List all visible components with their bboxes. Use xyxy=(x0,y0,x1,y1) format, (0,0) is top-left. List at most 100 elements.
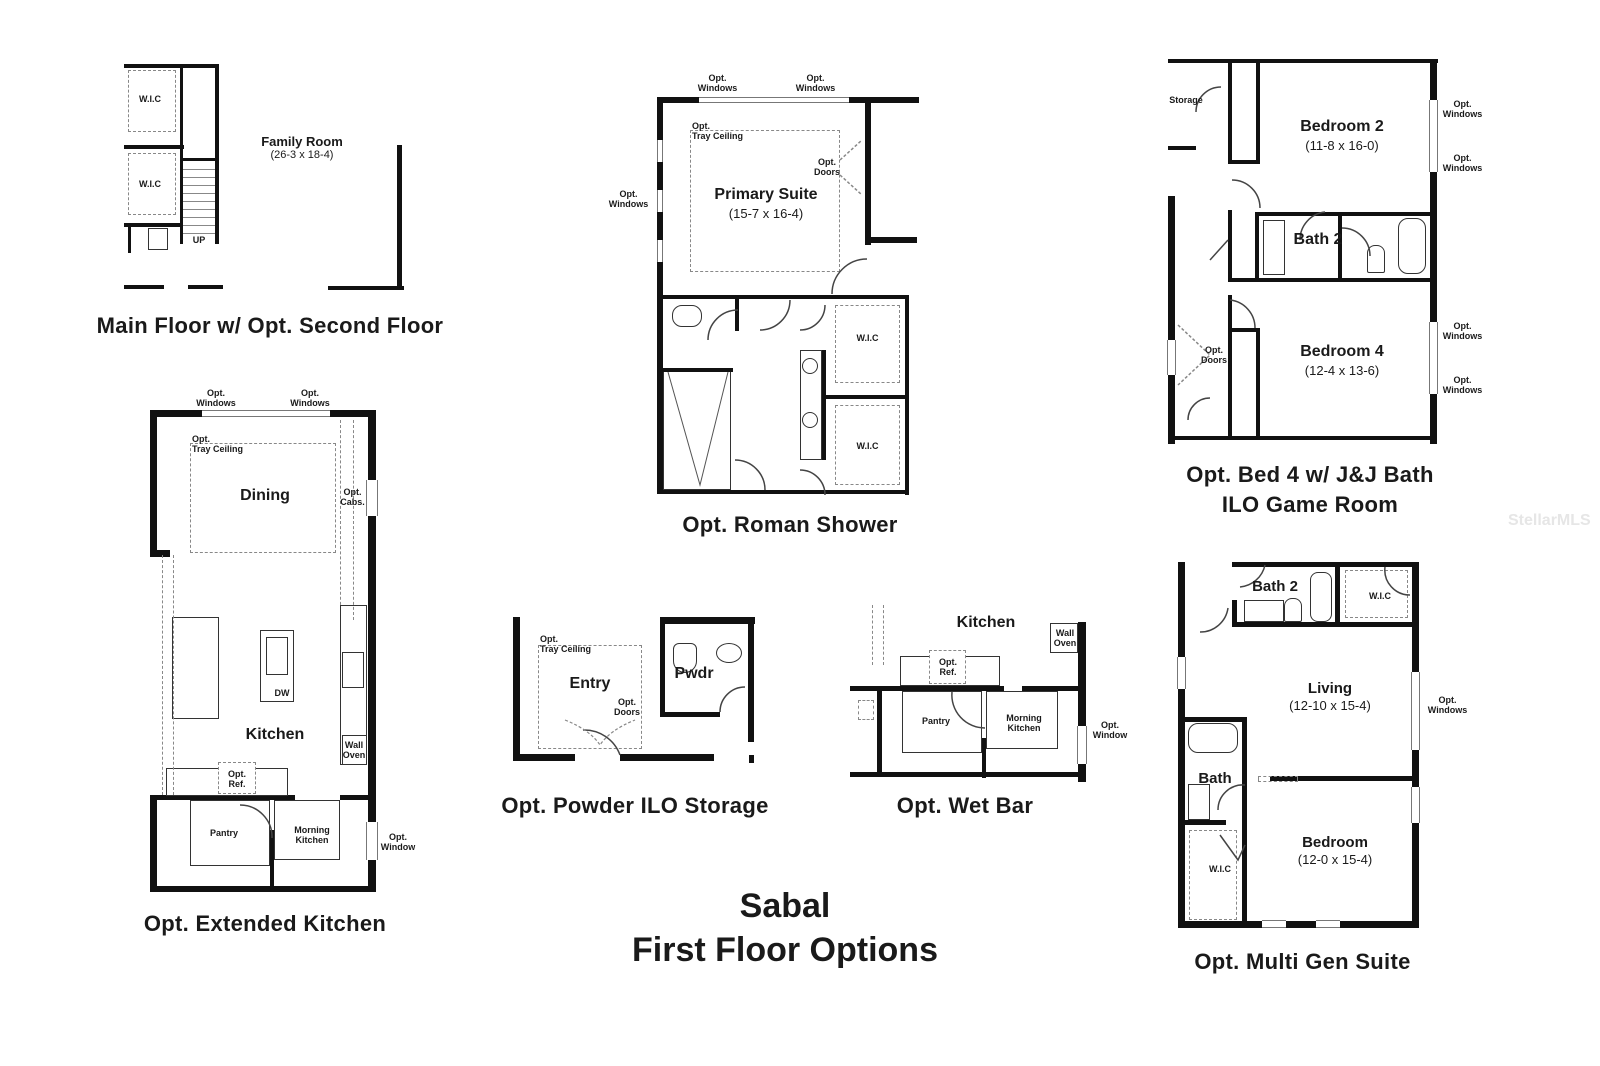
wall xyxy=(620,754,714,761)
family-room-label: Family Room xyxy=(261,134,343,149)
closet-shelf xyxy=(128,70,176,132)
wall xyxy=(340,795,370,800)
wall-oven-label: Wall Oven xyxy=(342,740,366,760)
wall xyxy=(1168,59,1438,63)
opt-windows-note: Opt. Windows xyxy=(1442,153,1483,173)
sink-icon xyxy=(802,358,818,374)
wall xyxy=(657,97,699,103)
wall xyxy=(150,795,295,800)
toilet-icon xyxy=(672,305,702,327)
wall xyxy=(1232,562,1418,567)
wall xyxy=(1228,210,1232,282)
caption-roman-shower: Opt. Roman Shower xyxy=(682,512,898,537)
bedroom-4-label: Bedroom 4 xyxy=(1300,343,1384,360)
opt-windows-note: Opt. Windows xyxy=(196,388,236,408)
window xyxy=(366,822,378,860)
opt-windows-note: Opt. Windows xyxy=(1442,99,1483,119)
caption-extended-kitchen: Opt. Extended Kitchen xyxy=(143,911,387,936)
bathtub xyxy=(1188,723,1238,753)
wall xyxy=(735,299,739,331)
wall-oven xyxy=(1050,623,1078,653)
wall-oven xyxy=(342,735,367,765)
wall xyxy=(513,617,520,761)
wic-label: W.I.C xyxy=(856,441,879,451)
opt-doors-note: Opt. Doors xyxy=(1200,345,1227,365)
dining-label: Dining xyxy=(240,487,290,504)
bedroom-label: Bedroom xyxy=(1302,834,1368,851)
wall xyxy=(749,755,754,763)
tray-ceiling-outline xyxy=(690,130,840,272)
wall xyxy=(124,145,184,149)
window xyxy=(657,190,663,212)
wall xyxy=(657,97,663,494)
morning-kitchen-label: Morning Kitchen xyxy=(1006,713,1042,733)
wall xyxy=(865,237,917,243)
cooktop xyxy=(342,652,364,688)
bathtub xyxy=(1310,572,1332,622)
opt-window-note: Opt. Window xyxy=(1092,720,1128,740)
living-label: Living xyxy=(1307,680,1353,697)
wall xyxy=(328,286,404,290)
sink-island xyxy=(260,630,294,702)
wall-oven-label: Wall Oven xyxy=(1053,628,1077,648)
caption-multi-gen: Opt. Multi Gen Suite xyxy=(1194,949,1411,974)
window xyxy=(202,410,330,417)
caption-powder: Opt. Powder ILO Storage xyxy=(501,793,769,818)
opt-doors-note: Opt. Doors xyxy=(613,697,640,717)
opt-tray-ceiling-note: Opt. Tray Ceiling xyxy=(540,634,592,654)
kitchen-label: Kitchen xyxy=(956,614,1016,631)
opening xyxy=(1004,686,1022,691)
opt-ref-outline xyxy=(929,650,966,684)
opt-windows-note: Opt. Windows xyxy=(608,189,649,209)
wall xyxy=(124,64,219,68)
dashed-line xyxy=(872,605,884,665)
wall xyxy=(1168,196,1175,444)
window xyxy=(1429,100,1438,172)
wall xyxy=(850,686,1085,691)
window xyxy=(657,240,663,262)
family-room-dims: (26-3 x 18-4) xyxy=(270,149,334,161)
wall xyxy=(1168,436,1436,440)
window xyxy=(699,97,849,103)
wall xyxy=(1255,212,1259,282)
opt-windows-note: Opt. Windows xyxy=(697,73,738,93)
opt-window-note: Opt. Window xyxy=(380,832,416,852)
wall xyxy=(1168,146,1196,150)
window xyxy=(1411,672,1420,750)
window xyxy=(1177,657,1186,689)
page-title: Sabal First Floor Options xyxy=(580,884,990,972)
vanity xyxy=(1244,600,1284,622)
primary-suite-label: Primary Suite xyxy=(714,186,818,203)
closet-shelf xyxy=(1189,830,1237,920)
toilet-icon xyxy=(1367,245,1385,273)
wall xyxy=(663,295,908,299)
wic-label: W.I.C xyxy=(1369,591,1391,601)
window xyxy=(1262,920,1286,928)
wall xyxy=(150,795,157,892)
wall xyxy=(180,64,183,244)
water-heater xyxy=(148,228,168,250)
wall xyxy=(849,97,919,103)
wall xyxy=(1178,921,1418,928)
sink-icon xyxy=(266,637,288,675)
bath-2-label: Bath 2 xyxy=(1252,578,1298,595)
opt-windows-note: Opt. Windows xyxy=(1427,695,1468,715)
wall xyxy=(128,223,131,253)
wall xyxy=(1228,63,1232,163)
vanity xyxy=(1263,220,1285,275)
opt-cabs-note: Opt. Cabs. xyxy=(340,487,365,507)
title-line-1: Sabal xyxy=(739,887,831,925)
caption-main-floor: Main Floor w/ Opt. Second Floor xyxy=(96,313,444,338)
wall xyxy=(663,368,733,372)
wall xyxy=(215,64,219,244)
wall xyxy=(368,410,376,892)
wall xyxy=(124,285,164,289)
opt-ref-label: Opt. Ref. xyxy=(939,657,957,677)
pantry-label: Pantry xyxy=(921,716,950,726)
wall xyxy=(1338,212,1342,282)
window xyxy=(1316,920,1340,928)
wall xyxy=(1270,776,1418,781)
wall xyxy=(657,490,909,494)
opt-doors-note: Opt. Doors xyxy=(813,157,840,177)
entry-label: Entry xyxy=(569,675,611,692)
